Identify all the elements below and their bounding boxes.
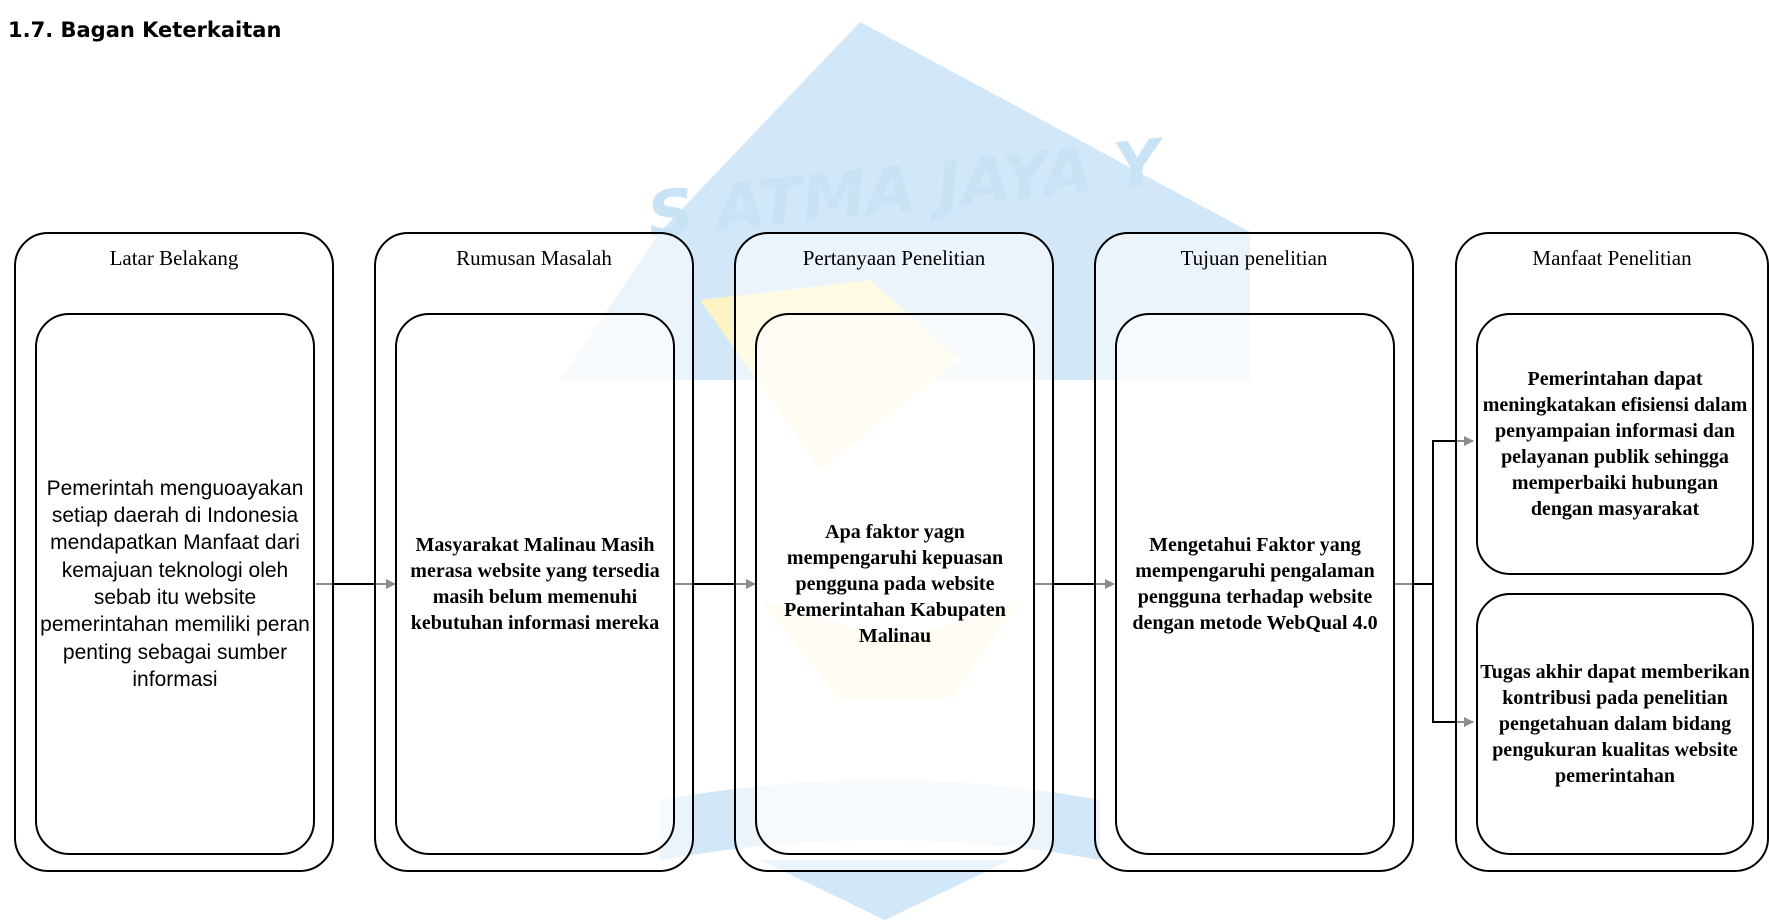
column-manfaat-penelitian: Manfaat Penelitian Pemerintahan dapat me…: [1455, 232, 1769, 872]
content-text: Pemerintah menguoayakan setiap daerah di…: [40, 476, 310, 691]
column-title: Manfaat Penelitian: [1532, 246, 1692, 270]
content-text: Apa faktor yagn mempengaruhi kepuasan pe…: [784, 521, 1006, 647]
column-rumusan-masalah: Rumusan Masalah Masyarakat Malinau Masih…: [374, 232, 694, 872]
column-latar-belakang: Latar Belakang Pemerintah menguoayakan s…: [14, 232, 334, 872]
column-title: Pertanyaan Penelitian: [802, 246, 986, 270]
content-box: Mengetahui Faktor yang mempengaruhi peng…: [1115, 313, 1395, 855]
column-title: Tujuan penelitian: [1180, 246, 1328, 270]
content-text: Tugas akhir dapat memberikan kontribusi …: [1480, 661, 1750, 787]
content-box-1: Pemerintahan dapat meningkatakan efisien…: [1476, 313, 1754, 575]
column-tujuan-penelitian: Tujuan penelitian Mengetahui Faktor yang…: [1094, 232, 1414, 872]
page-heading: 1.7. Bagan Keterkaitan: [8, 18, 282, 42]
content-box: Apa faktor yagn mempengaruhi kepuasan pe…: [755, 313, 1035, 855]
content-text: Mengetahui Faktor yang mempengaruhi peng…: [1132, 534, 1378, 634]
column-title: Latar Belakang: [109, 246, 239, 270]
content-box: Pemerintah menguoayakan setiap daerah di…: [35, 313, 315, 855]
content-text: Pemerintahan dapat meningkatakan efisien…: [1482, 368, 1748, 520]
column-title: Rumusan Masalah: [456, 246, 612, 270]
content-box-2: Tugas akhir dapat memberikan kontribusi …: [1476, 593, 1754, 855]
content-text: Masyarakat Malinau Masih merasa website …: [410, 534, 660, 634]
content-box: Masyarakat Malinau Masih merasa website …: [395, 313, 675, 855]
column-pertanyaan-penelitian: Pertanyaan Penelitian Apa faktor yagn me…: [734, 232, 1054, 872]
